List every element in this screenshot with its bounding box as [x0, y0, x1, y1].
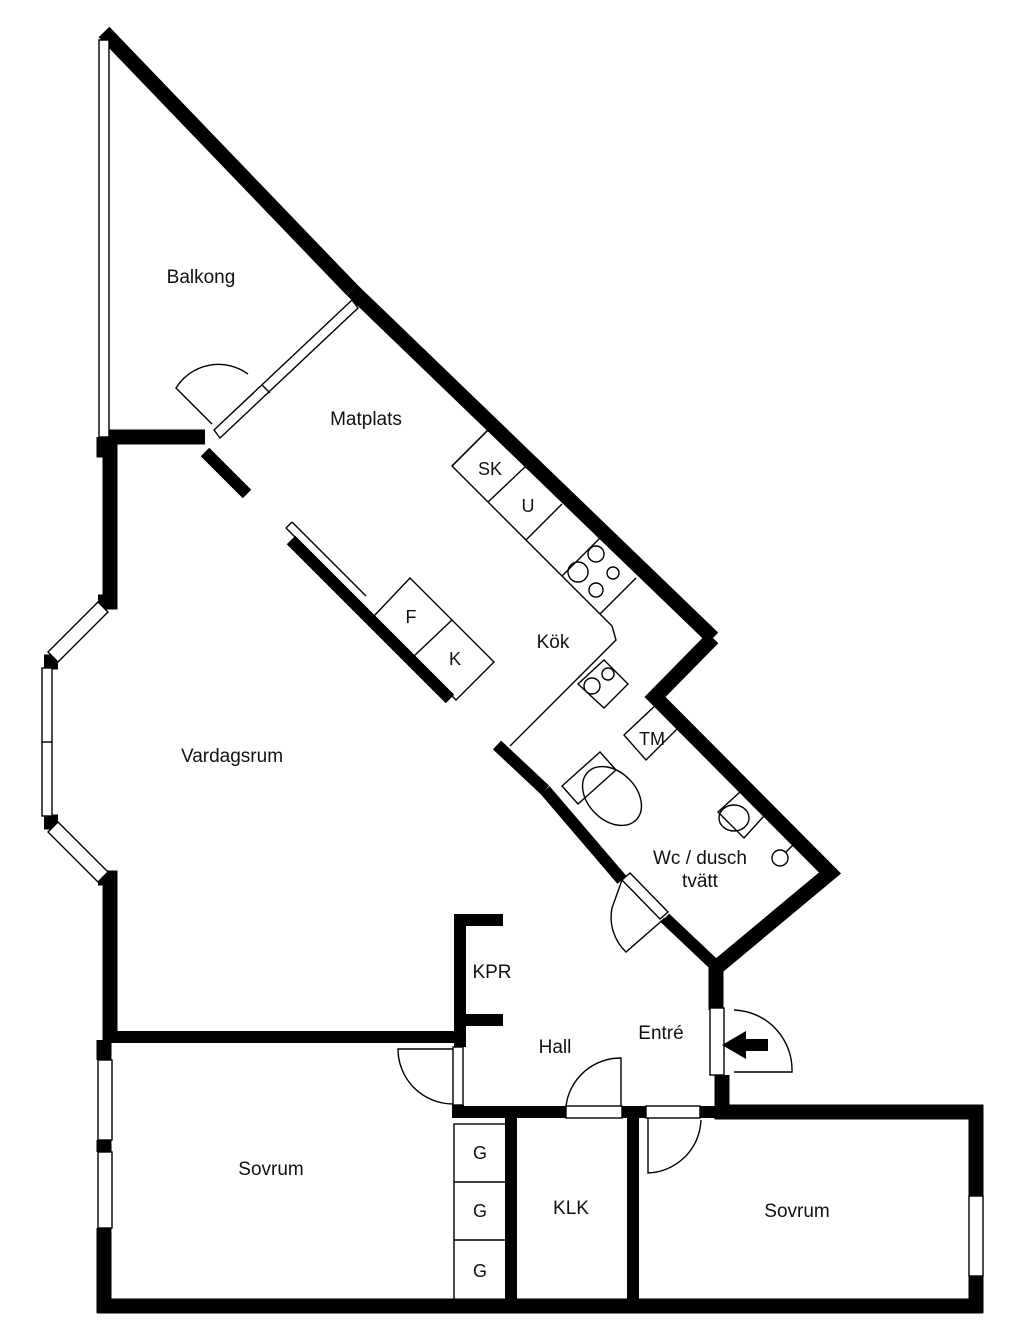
fixture-label-k: K — [449, 649, 461, 669]
room-label-sovrum-right: Sovrum — [764, 1201, 829, 1222]
room-label-klk: KLK — [553, 1198, 589, 1219]
room-label-balkong: Balkong — [167, 267, 236, 288]
fixture-label-u: U — [522, 496, 535, 516]
room-label-vardagsrum: Vardagsrum — [181, 746, 283, 767]
fixture-label-g2: G — [473, 1201, 487, 1221]
room-label-kok: Kök — [537, 632, 570, 653]
entrance-arrow-icon — [722, 1031, 768, 1059]
exterior-walls — [44, 26, 984, 1314]
room-labels: Balkong Matplats Kök Vardagsrum Wc / dus… — [167, 267, 830, 1222]
room-label-entre: Entré — [638, 1023, 683, 1044]
bathroom-fixtures — [561, 702, 795, 867]
room-label-kpr: KPR — [472, 962, 511, 983]
room-label-sovrum-left: Sovrum — [238, 1159, 303, 1180]
windows — [41, 39, 984, 1277]
room-label-wc-line2: tvätt — [682, 871, 719, 892]
fixture-label-f: F — [406, 607, 417, 627]
room-label-hall: Hall — [539, 1037, 572, 1058]
room-label-wc-line1: Wc / dusch — [653, 848, 747, 869]
kitchen-fixtures — [285, 429, 637, 747]
fixture-label-tm: TM — [639, 729, 665, 749]
wardrobes — [453, 1123, 507, 1301]
fixture-labels: SK U F K TM G G G — [406, 459, 666, 1281]
fixture-label-sk: SK — [478, 459, 502, 479]
fixture-label-g1: G — [473, 1143, 487, 1163]
fixture-label-g3: G — [473, 1261, 487, 1281]
doors — [175, 363, 793, 1174]
room-label-matplats: Matplats — [330, 409, 402, 430]
interior-walls — [110, 447, 725, 1306]
